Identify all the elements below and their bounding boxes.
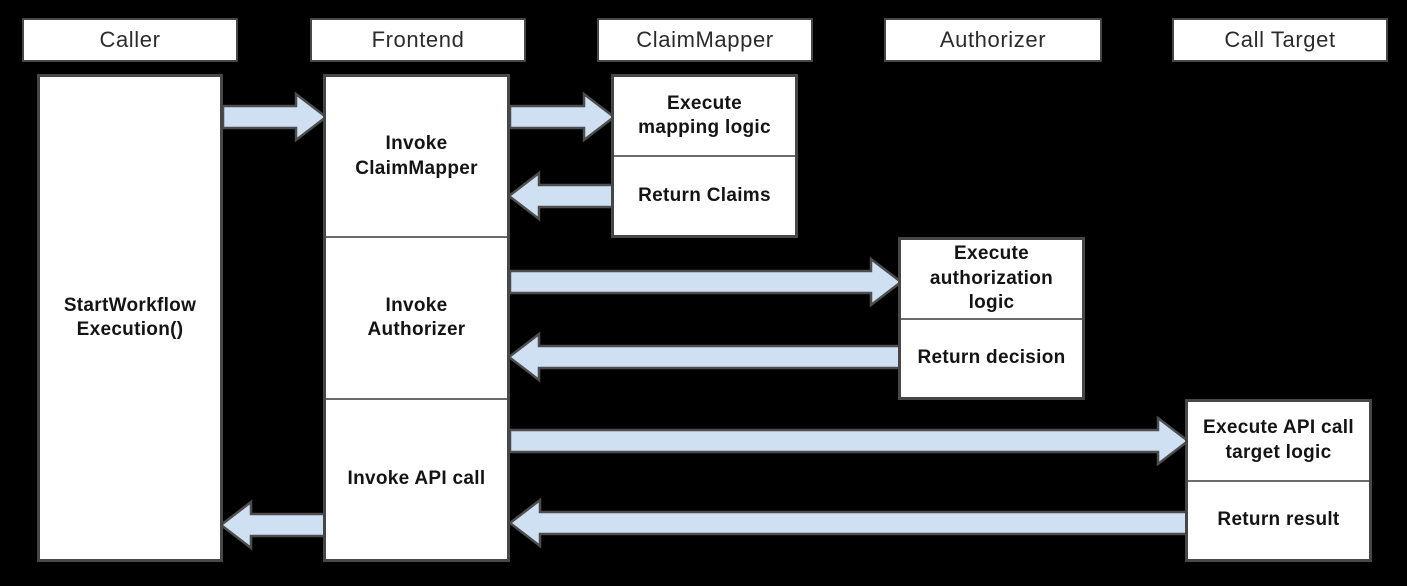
step-invoke-authorizer-label: Invoke Authorizer: [367, 294, 466, 340]
step-invoke-claimmapper-label: Invoke ClaimMapper: [355, 133, 478, 179]
arrow-caller-to-frontend: [221, 91, 329, 143]
lane-header-frontend: Frontend: [310, 18, 526, 62]
activation-claimmapper: Execute mapping logic Return Claims: [611, 74, 798, 238]
arrow-claimmapper-to-frontend: [506, 170, 615, 222]
step-invoke-authorizer: Invoke Authorizer: [326, 236, 507, 397]
arrow-authorizer-to-frontend: [506, 331, 902, 383]
activation-calltarget: Execute API call target logic Return res…: [1185, 399, 1372, 562]
arrow-frontend-to-claimmapper: [508, 91, 617, 143]
step-execute-mapping-logic: Execute mapping logic: [614, 77, 795, 155]
step-invoke-claimmapper: Invoke ClaimMapper: [326, 77, 507, 236]
lane-header-calltarget: Call Target: [1172, 18, 1388, 62]
step-execute-authorization-logic: Execute authorization logic: [901, 240, 1082, 318]
step-startworkflowexecution-label: StartWorkflow Execution(): [63, 294, 197, 340]
step-execute-api-call-target-logic: Execute API call target logic: [1188, 402, 1369, 480]
lane-header-caller: Caller: [22, 18, 238, 62]
lane-header-frontend-label: Frontend: [371, 27, 465, 52]
lane-header-claimmapper-label: ClaimMapper: [636, 27, 774, 52]
step-return-decision-label: Return decision: [917, 347, 1066, 369]
step-invoke-api-call: Invoke API call: [326, 397, 507, 559]
step-execute-mapping-logic-label: Execute mapping logic: [638, 92, 771, 138]
activation-authorizer: Execute authorization logic Return decis…: [898, 237, 1085, 400]
activation-frontend: Invoke ClaimMapper Invoke Authorizer Inv…: [323, 74, 510, 562]
step-return-decision: Return decision: [901, 317, 1082, 398]
lane-header-authorizer: Authorizer: [884, 18, 1102, 62]
arrow-frontend-to-calltarget: [508, 415, 1191, 467]
step-startworkflowexecution: StartWorkflow Execution(): [40, 77, 220, 559]
arrow-frontend-to-authorizer: [508, 256, 904, 308]
lane-header-calltarget-label: Call Target: [1224, 27, 1336, 52]
step-invoke-api-call-label: Invoke API call: [347, 468, 486, 490]
step-return-result: Return result: [1188, 479, 1369, 560]
step-execute-authorization-logic-label: Execute authorization logic: [929, 243, 1054, 313]
lane-header-claimmapper: ClaimMapper: [597, 18, 813, 62]
step-return-claims-label: Return Claims: [638, 184, 771, 206]
lane-header-authorizer-label: Authorizer: [939, 27, 1047, 52]
step-return-claims: Return Claims: [614, 155, 795, 235]
step-return-result-label: Return result: [1217, 509, 1340, 531]
arrow-frontend-to-caller: [218, 499, 327, 551]
step-execute-api-call-target-logic-label: Execute API call target logic: [1203, 417, 1354, 463]
lane-header-caller-label: Caller: [99, 27, 161, 52]
arrow-calltarget-to-frontend: [507, 497, 1189, 549]
activation-caller: StartWorkflow Execution(): [37, 74, 223, 562]
